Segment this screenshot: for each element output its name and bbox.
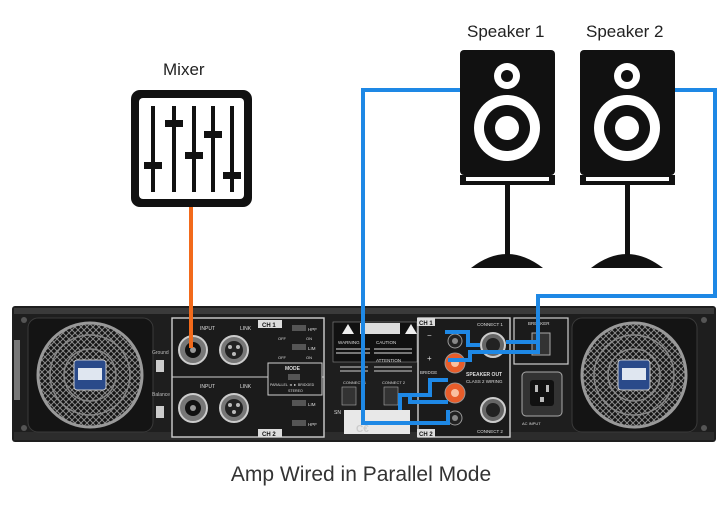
svg-text:BRIDGE: BRIDGE	[420, 370, 437, 375]
svg-text:HPF: HPF	[308, 327, 317, 332]
svg-text:CONNECT 1: CONNECT 1	[343, 380, 367, 385]
svg-text:CAUTION: CAUTION	[376, 340, 396, 345]
speaker-icon	[460, 50, 555, 185]
xlr-jack-icon	[178, 335, 208, 365]
breaker-and-power: BREAKER AC INPUT	[513, 317, 569, 426]
svg-text:INPUT: INPUT	[200, 326, 215, 332]
diagram-caption: Amp Wired in Parallel Mode	[230, 463, 492, 486]
hpf-lim-switches: HPF OFF ON LIM OFF ON LIM HPF	[278, 325, 317, 427]
svg-text:STEREO: STEREO	[288, 389, 303, 393]
ground-balance-area: Ground Balance	[152, 350, 170, 418]
svg-text:+: +	[427, 354, 432, 363]
svg-text:CLASS 2 WIRING: CLASS 2 WIRING	[466, 379, 503, 384]
speaker-1-label: Speaker 1	[467, 22, 545, 41]
fan-grille-icon	[27, 317, 154, 433]
input-section: CH 1 CH 2 INPUT LINK INPUT LINK	[171, 317, 325, 438]
fan-grille-icon	[571, 317, 698, 433]
svg-text:LIM: LIM	[308, 346, 316, 351]
svg-text:CH 1: CH 1	[262, 323, 276, 329]
speaker-2	[580, 50, 675, 268]
mode-switch: MODE PARALLEL ◄ ► BRIDGED STEREO	[267, 362, 323, 396]
speaker-1	[460, 50, 555, 268]
svg-text:CONNECT 2: CONNECT 2	[477, 429, 503, 434]
svg-text:CONNECT 1: CONNECT 1	[477, 322, 503, 327]
svg-text:CH 2: CH 2	[419, 432, 433, 438]
svg-text:HPF: HPF	[308, 422, 317, 427]
svg-text:Balance: Balance	[152, 392, 170, 398]
svg-text:OFF: OFF	[278, 336, 287, 341]
svg-text:CONNECT 2: CONNECT 2	[382, 380, 406, 385]
svg-text:MODE: MODE	[285, 366, 301, 372]
svg-text:CH 1: CH 1	[419, 321, 433, 327]
mixer-label: Mixer	[163, 60, 205, 79]
svg-text:ON: ON	[306, 336, 312, 341]
svg-text:INPUT: INPUT	[200, 384, 215, 390]
svg-text:−: −	[427, 331, 432, 340]
svg-text:LINK: LINK	[240, 326, 252, 332]
svg-text:CH 2: CH 2	[262, 432, 276, 438]
svg-text:Ground: Ground	[152, 350, 169, 356]
speaker-icon	[580, 50, 675, 185]
svg-text:OFF: OFF	[278, 355, 287, 360]
speaker-stand-icon	[471, 185, 543, 268]
svg-text:ATTENTION: ATTENTION	[376, 358, 401, 363]
svg-text:PARALLEL ◄ ► BRIDGED: PARALLEL ◄ ► BRIDGED	[270, 383, 315, 387]
speaker-2-label: Speaker 2	[586, 22, 664, 41]
speaker-stand-icon	[591, 185, 663, 268]
xlr-jack-icon	[219, 393, 249, 423]
speaker-wires	[361, 88, 717, 425]
svg-text:C€: C€	[356, 424, 369, 435]
svg-text:WARNING: WARNING	[338, 340, 360, 345]
xlr-jack-icon	[178, 393, 208, 423]
power-inlet-icon	[521, 371, 563, 417]
svg-text:ON: ON	[306, 355, 312, 360]
xlr-jack-icon	[219, 335, 249, 365]
mixer-fader-icon	[131, 90, 252, 207]
svg-text:LIM: LIM	[308, 402, 316, 407]
svg-text:LINK: LINK	[240, 384, 252, 390]
svg-text:AC INPUT: AC INPUT	[522, 421, 541, 426]
svg-text:SN: SN	[334, 410, 341, 416]
svg-text:SPEAKER OUT: SPEAKER OUT	[466, 372, 502, 378]
